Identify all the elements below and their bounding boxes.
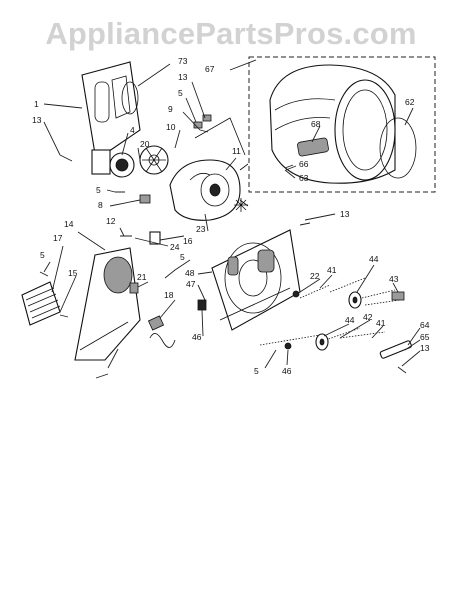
callout-label: 65 bbox=[420, 332, 430, 342]
dryer-drum bbox=[269, 64, 396, 184]
callout-label: 13 bbox=[32, 115, 42, 125]
callout-label: 15 bbox=[68, 268, 78, 278]
callout-label: 5 bbox=[178, 88, 183, 98]
bulkhead bbox=[211, 229, 301, 331]
screws bbox=[39, 129, 407, 379]
callout-label: 11 bbox=[232, 146, 241, 156]
callout-label: 16 bbox=[183, 236, 193, 246]
rear-bulkhead-panel bbox=[81, 61, 141, 161]
callout-label: 42 bbox=[363, 312, 373, 322]
callout-label: 23 bbox=[196, 224, 206, 234]
callout-label: 5 bbox=[180, 252, 185, 262]
callout-label: 64 bbox=[420, 320, 430, 330]
belt-ring bbox=[121, 81, 139, 115]
wire-harness bbox=[147, 315, 176, 348]
callout-label: 73 bbox=[178, 56, 188, 66]
callout-label: 44 bbox=[345, 315, 355, 325]
callout-label: 20 bbox=[140, 139, 150, 149]
callout-label: 8 bbox=[98, 200, 103, 210]
callout-label: 14 bbox=[64, 219, 74, 229]
callout-label: 21 bbox=[137, 272, 147, 282]
callout-label: 62 bbox=[405, 97, 415, 107]
callout-label: 9 bbox=[168, 104, 173, 114]
leader-lines bbox=[43, 59, 421, 369]
callout-label: 1 bbox=[34, 99, 39, 109]
drum-seal bbox=[379, 117, 417, 179]
callout-label: 68 bbox=[311, 119, 321, 129]
callout-label: 44 bbox=[369, 254, 379, 264]
callout-label: 41 bbox=[327, 265, 337, 275]
callout-label: 10 bbox=[166, 122, 176, 132]
callout-label: 41 bbox=[376, 318, 386, 328]
blower-housing bbox=[169, 159, 249, 221]
callout-label: 66 bbox=[299, 159, 309, 169]
callout-label: 13 bbox=[340, 209, 350, 219]
callout-label: 48 bbox=[185, 268, 195, 278]
callout-label: 47 bbox=[186, 279, 196, 289]
lint-screen bbox=[21, 281, 61, 326]
callout-label: 43 bbox=[389, 274, 399, 284]
callout-label: 46 bbox=[282, 366, 292, 376]
callout-label: 67 bbox=[205, 64, 215, 74]
callout-label: 24 bbox=[170, 242, 180, 252]
callout-label: 5 bbox=[254, 366, 259, 376]
callout-label: 13 bbox=[178, 72, 188, 82]
drum-box bbox=[248, 56, 436, 193]
callout-label: 5 bbox=[40, 250, 45, 260]
callout-label: 63 bbox=[299, 173, 309, 183]
callout-label: 22 bbox=[310, 271, 320, 281]
star-clip bbox=[234, 198, 248, 212]
callout-label: 13 bbox=[420, 343, 430, 353]
callout-label: 18 bbox=[164, 290, 174, 300]
callout-label: 17 bbox=[53, 233, 63, 243]
callout-label: 12 bbox=[106, 216, 116, 226]
front-panel bbox=[74, 247, 141, 361]
callout-labels: 1 13 73 13 5 9 10 4 20 67 66 68 62 63 11… bbox=[32, 56, 430, 376]
drive-motor-assembly bbox=[91, 145, 169, 178]
rollers-and-axles bbox=[259, 277, 412, 359]
callout-label: 5 bbox=[96, 185, 101, 195]
callout-label: 4 bbox=[130, 125, 135, 135]
site-watermark: AppliancePartsPros.com bbox=[45, 16, 417, 51]
callout-label: 46 bbox=[192, 332, 202, 342]
